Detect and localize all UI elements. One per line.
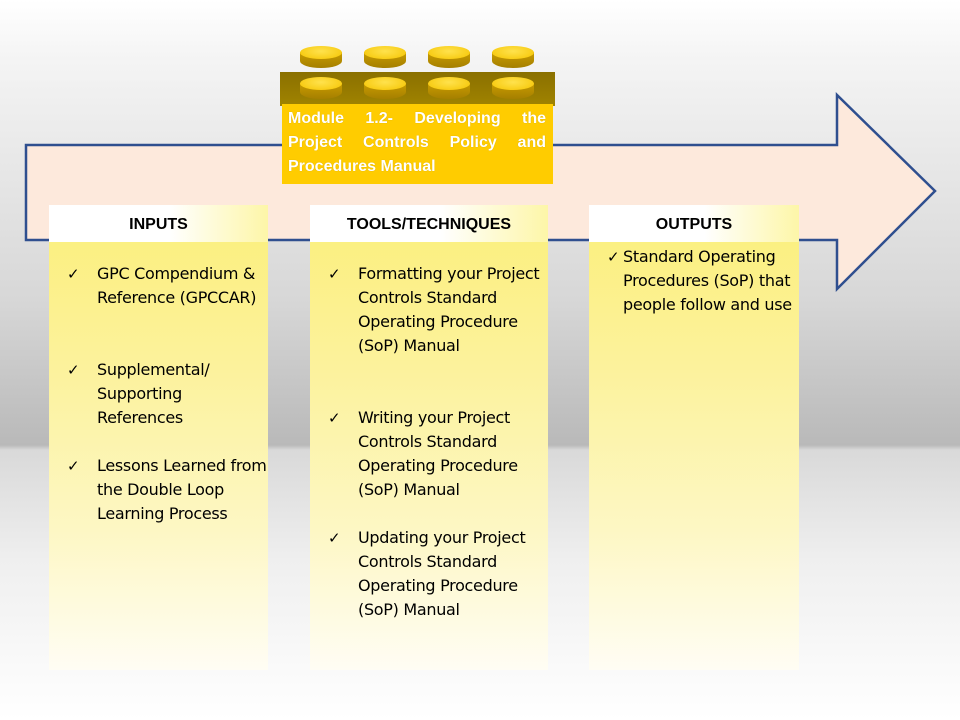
list-item: ✓ Formatting your Project Controls Stand… <box>328 264 540 355</box>
module-brick: Module 1.2- Developing the Project Contr… <box>280 46 555 186</box>
outputs-column: OUTPUTS ✓ Standard Operating Procedures … <box>589 205 799 670</box>
brick-stud <box>428 46 470 68</box>
checkmark-icon: ✓ <box>67 457 80 475</box>
checkmark-icon: ✓ <box>607 248 620 266</box>
brick-stud <box>364 77 406 99</box>
brick-stud <box>492 77 534 99</box>
checkmark-icon: ✓ <box>328 409 341 427</box>
outputs-header: OUTPUTS <box>589 205 799 242</box>
checkmark-icon: ✓ <box>328 265 341 283</box>
module-title: Module 1.2- Developing the Project Contr… <box>288 110 546 175</box>
list-item: ✓ Supplemental/ Supporting References <box>67 360 210 427</box>
brick-stud <box>300 46 342 68</box>
brick-stud <box>428 77 470 99</box>
checkmark-icon: ✓ <box>67 265 80 283</box>
inputs-header: INPUTS <box>49 205 268 242</box>
brick-face <box>282 104 553 184</box>
list-item: ✓ Updating your Project Controls Standar… <box>328 528 526 619</box>
list-item: ✓ GPC Compendium & Reference (GPCCAR) <box>67 264 257 307</box>
tools-column: TOOLS/TECHNIQUES ✓ Formatting your Proje… <box>310 205 548 670</box>
list-item: ✓ Writing your Project Controls Standard… <box>328 408 518 499</box>
list-item: ✓ Standard Operating Procedures (SoP) th… <box>607 247 792 314</box>
inputs-column: INPUTS ✓ GPC Compendium & Reference (GPC… <box>49 205 268 670</box>
checkmark-icon: ✓ <box>67 361 80 379</box>
list-item: ✓ Lessons Learned from the Double Loop L… <box>67 456 267 523</box>
brick-stud <box>364 46 406 68</box>
brick-stud <box>492 46 534 68</box>
brick-stud <box>300 77 342 99</box>
tools-header: TOOLS/TECHNIQUES <box>310 205 548 242</box>
checkmark-icon: ✓ <box>328 529 341 547</box>
